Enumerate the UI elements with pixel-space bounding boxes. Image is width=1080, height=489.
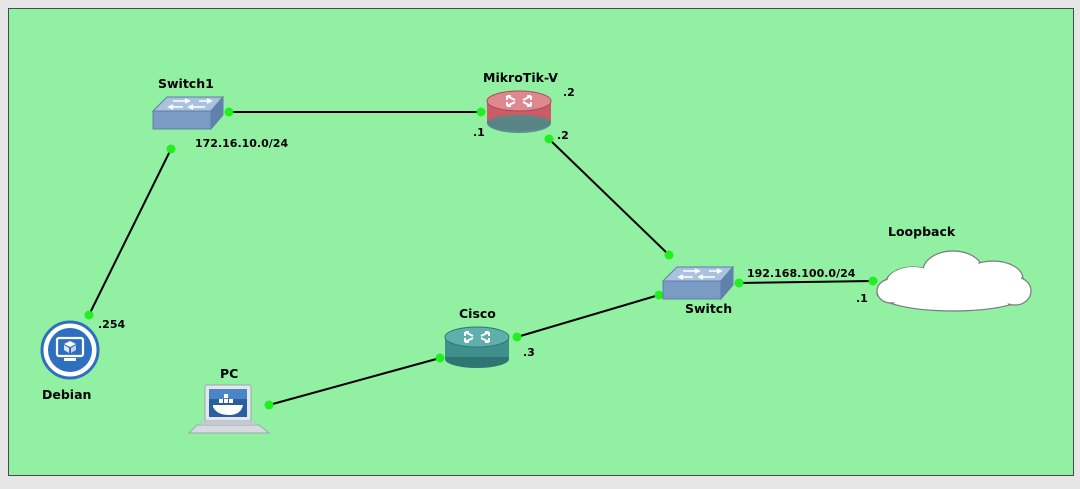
loopback-label: Loopback [888,224,956,239]
interface-label-debian: .254 [98,318,126,331]
debian-label: Debian [42,387,92,402]
link-cisco-pc[interactable] [268,357,441,406]
pc-docker-icon[interactable] [187,384,271,434]
loopback-cloud-icon[interactable] [876,250,1032,312]
link-switch-loopback[interactable] [738,280,874,284]
links-layer [40,90,1032,434]
debian-vm-icon[interactable] [40,320,100,380]
mikrotik-label: MikroTik-V [483,70,558,85]
switch1-label: Switch1 [158,76,214,91]
interface-label-mikrotik-right: .2 [557,129,569,142]
interface-label-mikrotik-top: .2 [563,86,575,99]
link-switch-cisco[interactable] [516,294,660,338]
interface-label-loopback: .1 [856,292,868,305]
pc-label: PC [220,366,239,381]
link-switch1-debian[interactable] [88,148,172,316]
switch-label: Switch [685,301,733,316]
network-label-192: 192.168.100.0/24 [747,267,856,280]
cisco-router-icon[interactable] [444,326,510,368]
link-endpoints [84,107,878,410]
switch1-icon[interactable] [151,95,225,131]
switch-icon[interactable] [661,265,735,301]
interface-label-mikrotik-left: .1 [473,126,485,139]
mikrotik-router-icon[interactable] [486,90,552,133]
network-label-172: 172.16.10.0/24 [195,137,289,150]
link-mikrotik-switch[interactable] [548,138,670,256]
topology-canvas[interactable]: Switch1 MikroTik-V Switch Loopback Cisco… [8,8,1074,476]
interface-label-cisco: .3 [523,346,535,359]
cisco-label: Cisco [459,306,496,321]
